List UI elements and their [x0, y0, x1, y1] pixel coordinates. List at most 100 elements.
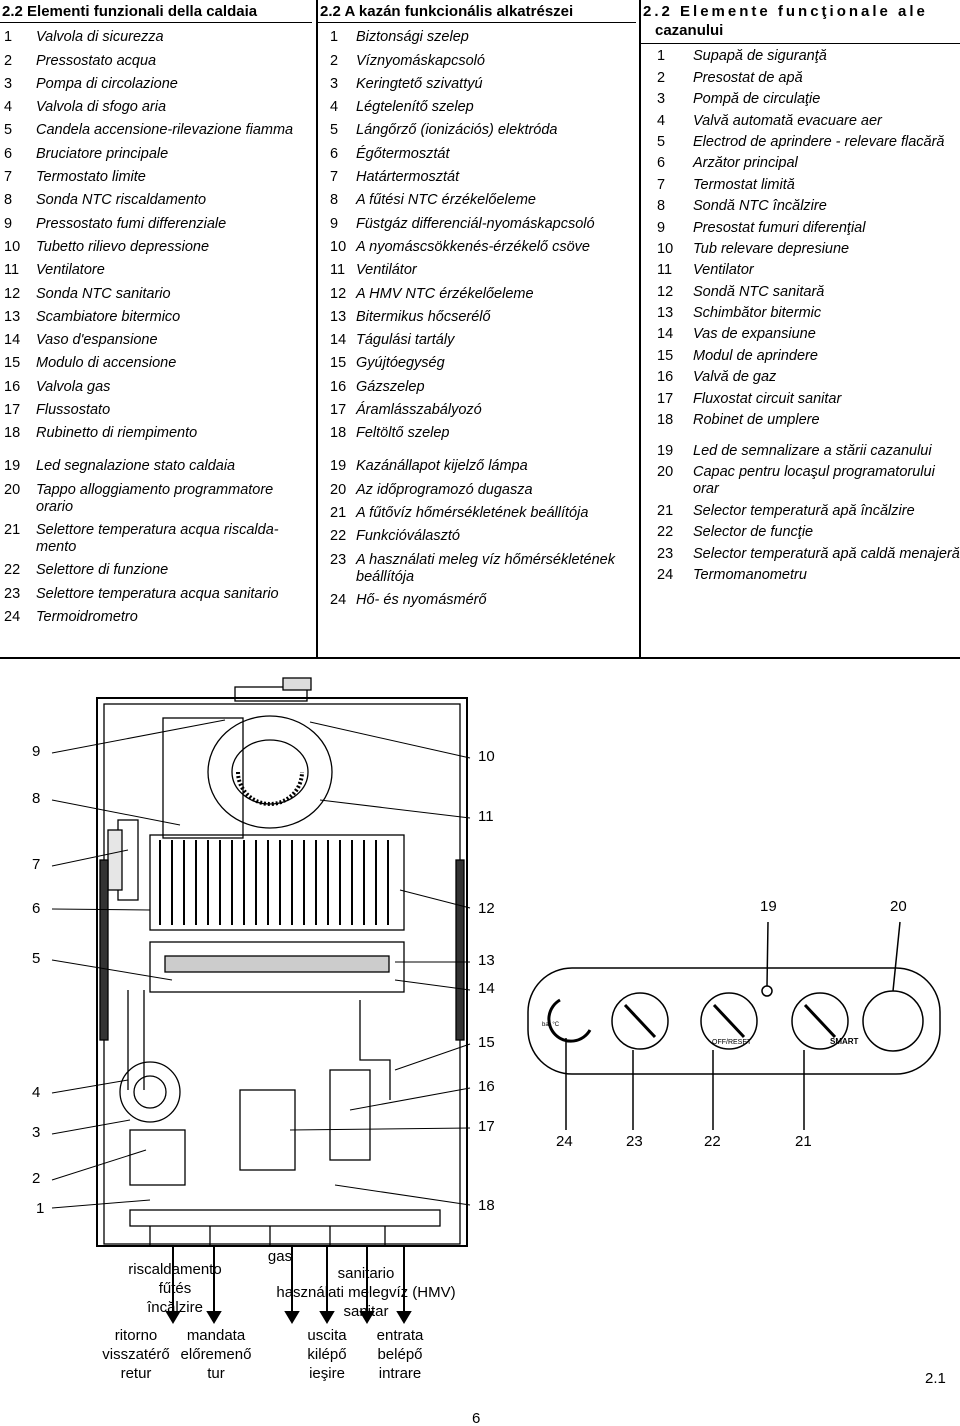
callout-3: 3: [32, 1124, 41, 1141]
item-label: Az időprogramozó dugasza: [356, 481, 533, 498]
romanian-title-line1: 2.2 Elemente funcţionale ale: [643, 3, 928, 20]
item-label: Légtelenítő szelep: [356, 99, 474, 116]
item-number: 3: [4, 75, 13, 92]
item-number: 15: [4, 355, 21, 372]
item-label: Schimbător bitermic: [693, 305, 822, 322]
item-number: 6: [657, 155, 666, 172]
item-label: Sondă NTC sanitară: [693, 283, 825, 300]
callout-8: 8: [32, 790, 41, 807]
figure-id: 2.1: [925, 1370, 946, 1387]
italian-item-17: 17 Flussostato: [0, 402, 312, 419]
romanian-column: 2.2 Elemente funcţionale ale cazanului 1…: [641, 0, 960, 584]
item-number: 2: [657, 69, 666, 86]
romanian-title-line2: cazanului: [655, 22, 724, 39]
caption-flow-ro: tur: [207, 1365, 225, 1382]
item-label: Candela accensione-rilevazione fiamma: [36, 122, 294, 139]
item-number: 1: [657, 48, 666, 65]
item-label: Termoidrometro: [36, 608, 138, 625]
caption-return-it: ritorno: [114, 1327, 158, 1344]
item-number: 3: [330, 75, 339, 92]
item-number: 1: [4, 29, 13, 46]
item-number: 18: [657, 412, 674, 429]
caption-heating-it: riscaldamento: [128, 1261, 222, 1278]
item-label: Fluxostat circuit sanitar: [693, 390, 842, 407]
item-label: Capac pentru locaşul programatorului ora…: [693, 464, 935, 498]
item-label: Flussostato: [36, 402, 111, 419]
callout-4: 4: [32, 1084, 41, 1101]
caption-sanitary-ro: sanitar: [343, 1303, 389, 1320]
brand-label: SMART: [830, 1037, 859, 1046]
item-number: 12: [657, 283, 674, 300]
callout-13: 13: [478, 952, 495, 969]
item-label: Modul de aprindere: [693, 347, 818, 364]
item-label: Valvă de gaz: [693, 369, 777, 386]
item-label: Scambiatore bitermico: [36, 308, 181, 325]
item-label: Modulo di accensione: [36, 355, 177, 372]
caption-inlet-hu: belépő: [377, 1346, 423, 1363]
item-number: 9: [4, 215, 13, 232]
item-label: Valvola di sfogo aria: [36, 99, 167, 116]
item-number: 11: [657, 262, 673, 279]
item-number: 13: [330, 308, 347, 325]
caption-gas: gas: [267, 1248, 293, 1265]
item-number: 20: [330, 481, 347, 498]
caption-sanitary-it: sanitario: [337, 1265, 395, 1282]
caption-heating: riscaldamento fűtés încălzire: [110, 1260, 240, 1317]
item-label: Vaso d'espansione: [36, 332, 158, 349]
item-number: 20: [4, 481, 21, 498]
caption-outlet-it: uscita: [307, 1327, 347, 1344]
caption-outlet-ro: ieşire: [309, 1365, 345, 1382]
item-number: 16: [330, 378, 347, 395]
item-label: Pompa di circolazione: [36, 75, 178, 92]
item-label: Lángőrző (ionizációs) elektróda: [356, 122, 558, 139]
item-number: 13: [4, 308, 21, 325]
item-label: A fűtővíz hőmérsékletének beállítója: [356, 504, 589, 521]
callout-16: 16: [478, 1078, 495, 1095]
item-number: 24: [4, 608, 21, 625]
item-label: Gyújtóegység: [356, 355, 445, 372]
item-label: Feltöltő szelep: [356, 425, 450, 442]
item-label: Termostato limite: [36, 169, 146, 186]
item-label: Selettore di funzione: [36, 562, 169, 579]
item-number: 22: [657, 524, 674, 541]
callout-20: 20: [890, 898, 907, 915]
item-label: A nyomáscsökkenés-érzékelő csöve: [356, 238, 590, 255]
item-number: 10: [330, 238, 347, 255]
item-label: Tub relevare depresiune: [693, 240, 850, 257]
item-number: 18: [4, 425, 21, 442]
callout-9: 9: [32, 743, 41, 760]
item-number: 17: [4, 402, 21, 419]
item-label: Tappo alloggiamento programmatore orario: [36, 481, 274, 515]
caption-flow: mandata előremenő tur: [176, 1326, 256, 1383]
item-number: 24: [657, 566, 674, 583]
callout-21: 21: [795, 1133, 812, 1150]
italian-item-20: 20 Tappo alloggiamento programmatore orar…: [0, 482, 312, 516]
item-number: 3: [657, 91, 666, 108]
item-number: 1: [330, 29, 339, 46]
item-label: Selector temperatură apă caldă menajeră: [693, 545, 960, 562]
item-label: Ventilatore: [36, 262, 105, 279]
